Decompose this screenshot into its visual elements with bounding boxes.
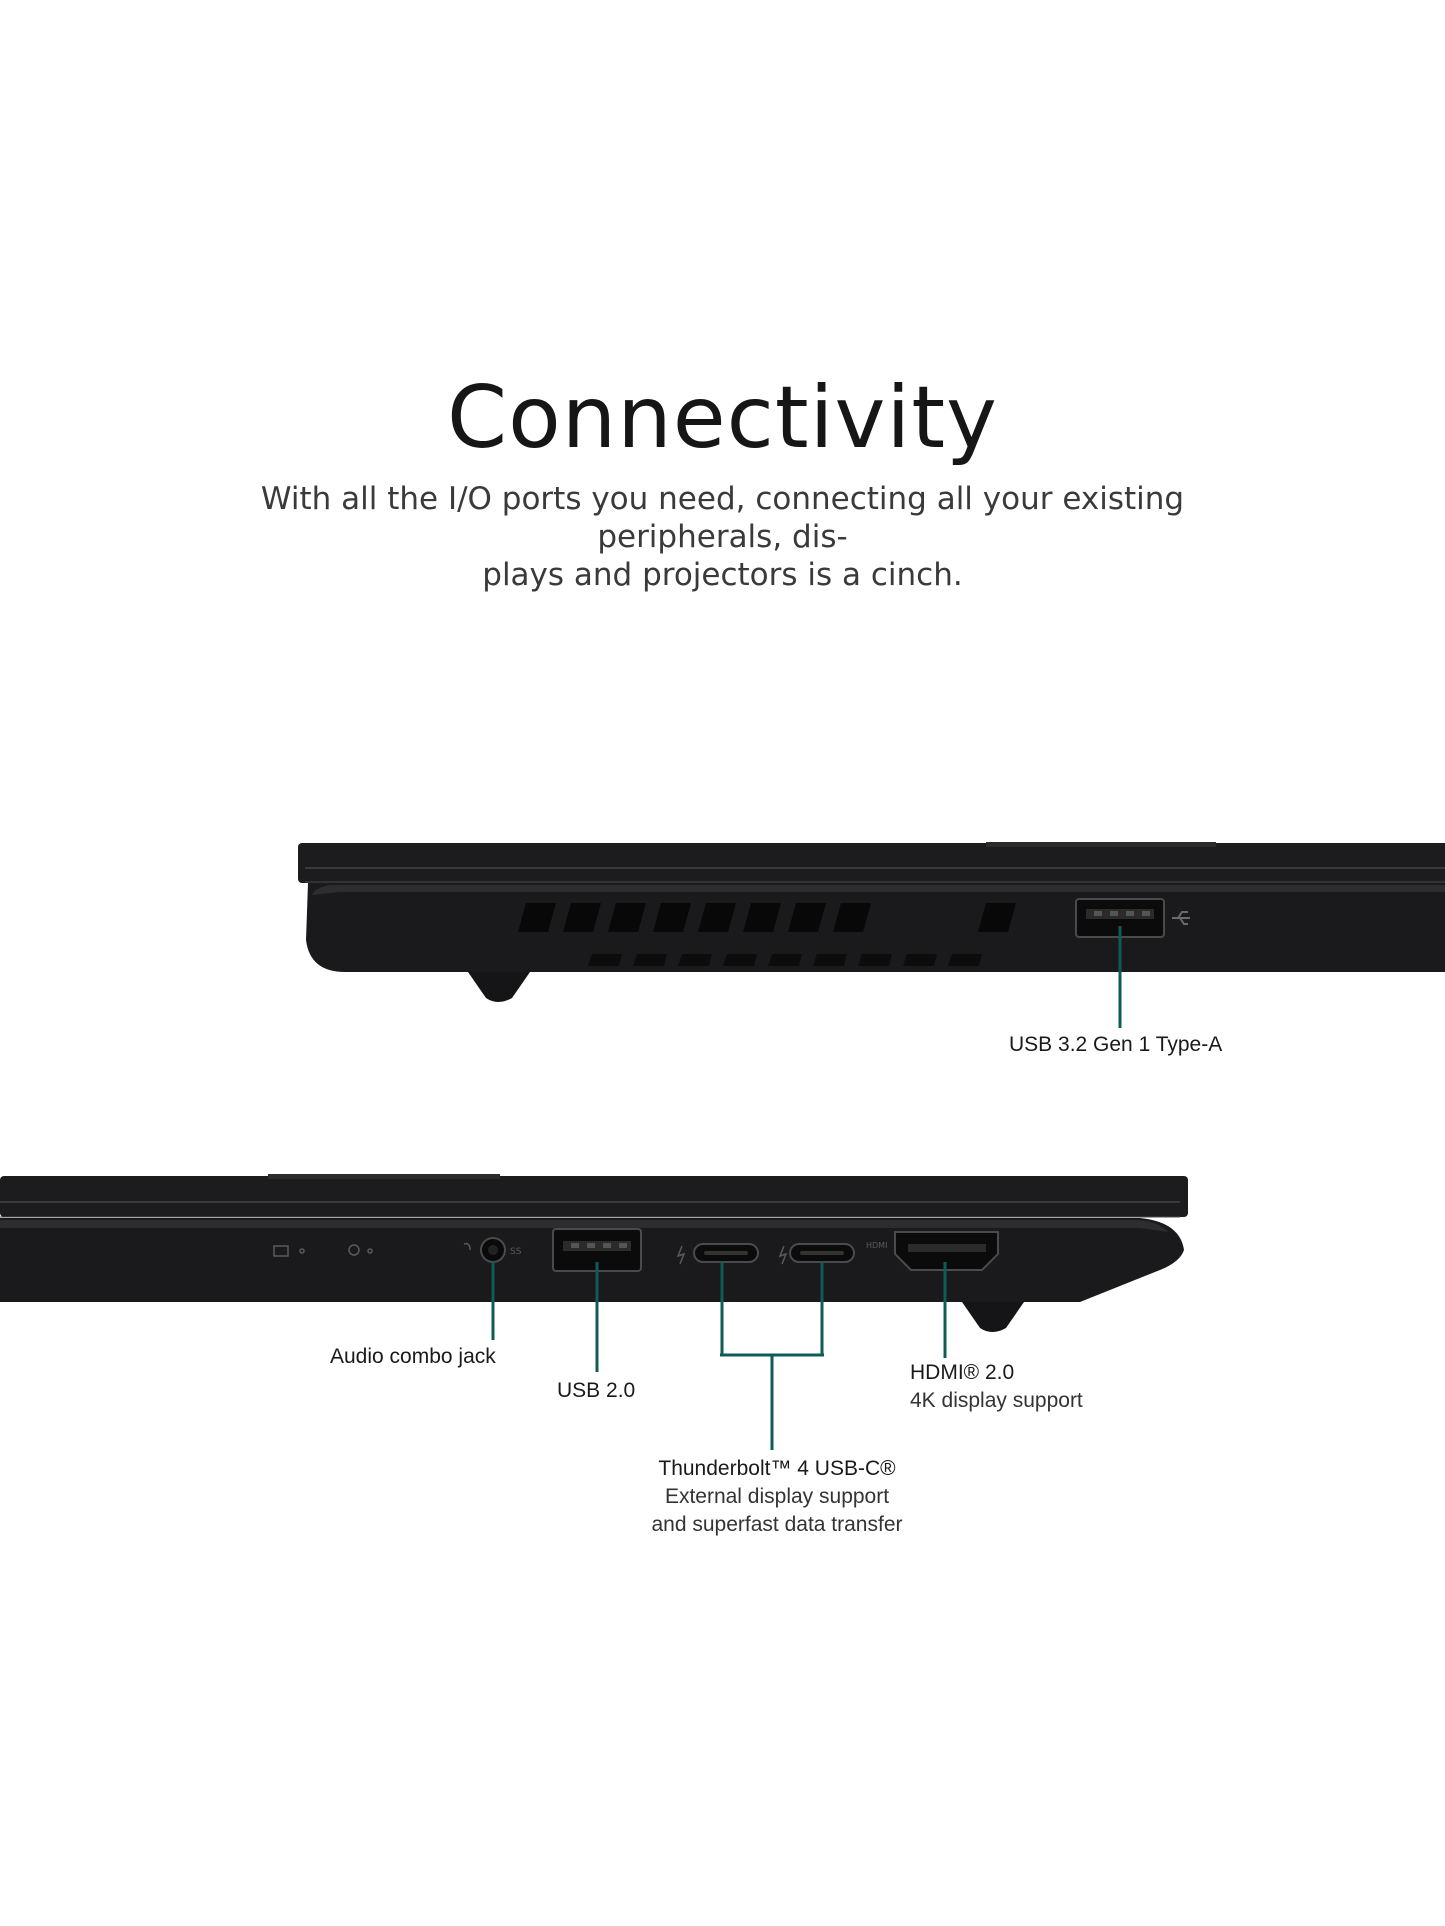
power-indicator-icon (348, 1244, 373, 1256)
vent-grille (518, 903, 1016, 932)
laptop-left-side: SS HDMI (0, 1174, 1188, 1450)
usb-2-port: SS (510, 1228, 642, 1272)
battery-indicator-icon (273, 1245, 305, 1257)
subtitle-line-1: With all the I/O ports you need, connect… (260, 481, 1185, 555)
page-title: Connectivity (447, 368, 998, 468)
port-desc-2: and superfast data transfer (651, 1513, 903, 1536)
port-name: USB 2.0 (557, 1379, 636, 1402)
label-usb2: USB 2.0 (557, 1377, 635, 1405)
port-desc-1: 4K display support (910, 1389, 1083, 1412)
laptop-foot-left (962, 1302, 1024, 1332)
label-thunderbolt: Thunderbolt™ 4 USB-C® External display s… (612, 1455, 942, 1539)
usb-symbol-icon (1172, 911, 1190, 925)
label-hdmi: HDMI® 2.0 4K display support (910, 1359, 1083, 1415)
svg-text:HDMI: HDMI (866, 1241, 887, 1250)
port-desc-1: External display support (664, 1485, 890, 1508)
label-audio-jack: Audio combo jack (330, 1343, 496, 1371)
label-usb32: USB 3.2 Gen 1 Type-A (1009, 1031, 1222, 1059)
hdmi-port: HDMI (866, 1231, 999, 1271)
thunderbolt-port-1 (676, 1243, 759, 1265)
port-name: Audio combo jack (330, 1345, 496, 1368)
subtitle-line-2: plays and projectors is a cinch. (482, 557, 963, 593)
page-subtitle: With all the I/O ports you need, connect… (200, 480, 1245, 594)
svg-text:SS: SS (510, 1247, 522, 1257)
laptop-lid-left (0, 1176, 1188, 1217)
callout-thunderbolt (720, 1262, 824, 1450)
laptop-lid (298, 843, 1445, 883)
laptop-right-side (298, 842, 1445, 1028)
port-name: USB 3.2 Gen 1 Type-A (1009, 1033, 1223, 1056)
laptop-foot (468, 972, 530, 1002)
port-name: HDMI® 2.0 (910, 1361, 1015, 1384)
port-name: Thunderbolt™ 4 USB-C® (658, 1457, 896, 1480)
